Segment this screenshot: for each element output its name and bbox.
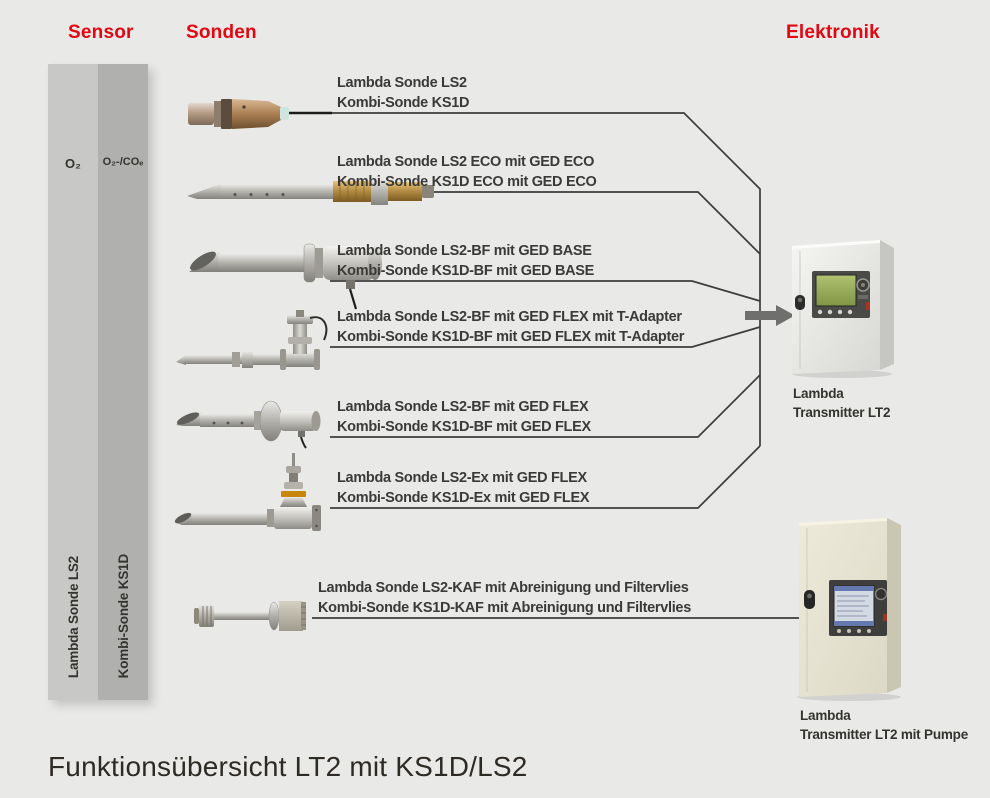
header-elektronik: Elektronik [786,22,880,43]
probe-label-ls2-eco: Lambda Sonde LS2 ECO mit GED ECO Kombi-S… [337,153,597,192]
bar-label-kombi-sonde-ks1d: Kombi-Sonde KS1D [115,553,131,678]
transmitter-label-line2: Transmitter LT2 mit Pumpe [800,727,969,742]
probe-kaf-icon [194,601,306,631]
transmitter-lt2-pumpe-icon [797,518,901,701]
probe-t-adapter-icon [176,310,328,370]
probe-label-ls2-bf-base: Lambda Sonde LS2-BF mit GED BASE Kombi-S… [337,242,594,281]
probe-label-line1: Lambda Sonde LS2-BF mit GED FLEX mit T-A… [337,309,682,325]
probe-label-line2: Kombi-Sonde KS1D ECO mit GED ECO [337,173,597,190]
probe-ged-flex-icon [176,400,321,449]
probe-label-line2: Kombi-Sonde KS1D [337,94,470,111]
header-sensor: Sensor [68,22,134,43]
gas-label-o2: O₂ [65,156,81,171]
probe-label-ls2-bf-flex: Lambda Sonde LS2-BF mit GED FLEX Kombi-S… [337,398,591,437]
probe-eco-icon [187,178,434,205]
probe-label-line1: Lambda Sonde LS2 ECO mit GED ECO [337,154,595,170]
probe-label-line1: Lambda Sonde LS2-BF mit GED FLEX [337,399,589,415]
transmitter-label-lt2-pumpe: Lambda Transmitter LT2 mit Pumpe [800,706,968,744]
transmitter-label-line1: Lambda [800,708,851,723]
probe-label-line2: Kombi-Sonde KS1D-KAF mit Abreinigung und… [318,599,691,616]
probe-label-line2: Kombi-Sonde KS1D-BF mit GED FLEX mit T-A… [337,328,685,345]
probe-label-line1: Lambda Sonde LS2-BF mit GED BASE [337,243,592,259]
probe-label-ls2-bf-flex-t: Lambda Sonde LS2-BF mit GED FLEX mit T-A… [337,308,684,347]
probe-ex-icon [174,453,321,531]
probe-label-line2: Kombi-Sonde KS1D-Ex mit GED FLEX [337,489,590,506]
probe-label-line2: Kombi-Sonde KS1D-BF mit GED FLEX [337,418,591,435]
probe-ls2-icon [188,99,332,129]
probe-label-line1: Lambda Sonde LS2-Ex mit GED FLEX [337,470,587,486]
bar-label-lambda-sonde-ls2: Lambda Sonde LS2 [65,555,81,678]
sensor-bars: O₂ Lambda Sonde LS2 O₂-/COₑ Kombi-Sonde … [48,64,148,700]
header-sonden: Sonden [186,22,257,43]
probe-label-ls2-ex-flex: Lambda Sonde LS2-Ex mit GED FLEX Kombi-S… [337,469,590,508]
probe-label-line1: Lambda Sonde LS2-KAF mit Abreinigung und… [318,580,689,596]
bar-vertical-label-wrap: Lambda Sonde LS2 [48,458,98,678]
bar-vertical-label-wrap: Kombi-Sonde KS1D [98,458,148,678]
probe-label-ls2-kaf: Lambda Sonde LS2-KAF mit Abreinigung und… [318,579,691,618]
probe-label-line1: Lambda Sonde LS2 [337,75,467,91]
probe-ged-base-icon [189,243,382,310]
sensor-bar-o2: O₂ Lambda Sonde LS2 [48,64,98,700]
transmitter-label-line1: Lambda [793,386,844,401]
transmitter-label-lt2: Lambda Transmitter LT2 [793,384,890,422]
transmitter-label-line2: Transmitter LT2 [793,405,891,420]
probe-label-ls2: Lambda Sonde LS2 Kombi-Sonde KS1D [337,74,469,113]
gas-label-o2-coe: O₂-/COₑ [102,156,144,168]
probe-label-line2: Kombi-Sonde KS1D-BF mit GED BASE [337,262,595,279]
transmitter-lt2-icon [792,240,894,378]
diagram-title: Funktionsübersicht LT2 mit KS1D/LS2 [48,751,528,782]
sensor-bar-o2-coe: O₂-/COₑ Kombi-Sonde KS1D [98,64,148,700]
